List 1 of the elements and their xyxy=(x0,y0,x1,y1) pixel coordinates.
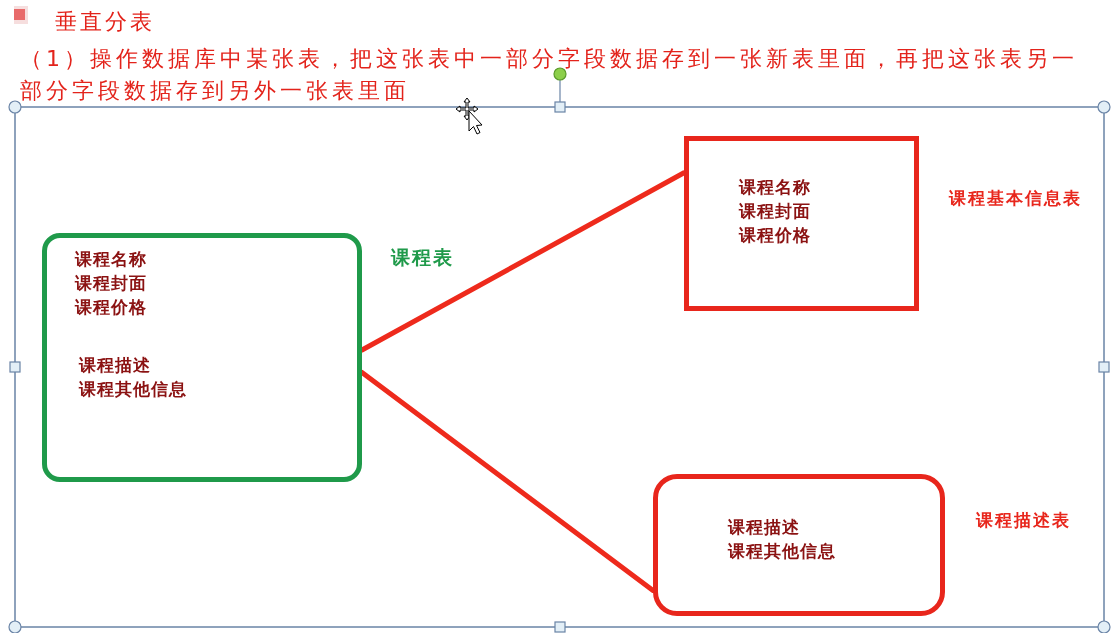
heading: 垂直分表 xyxy=(55,8,155,36)
